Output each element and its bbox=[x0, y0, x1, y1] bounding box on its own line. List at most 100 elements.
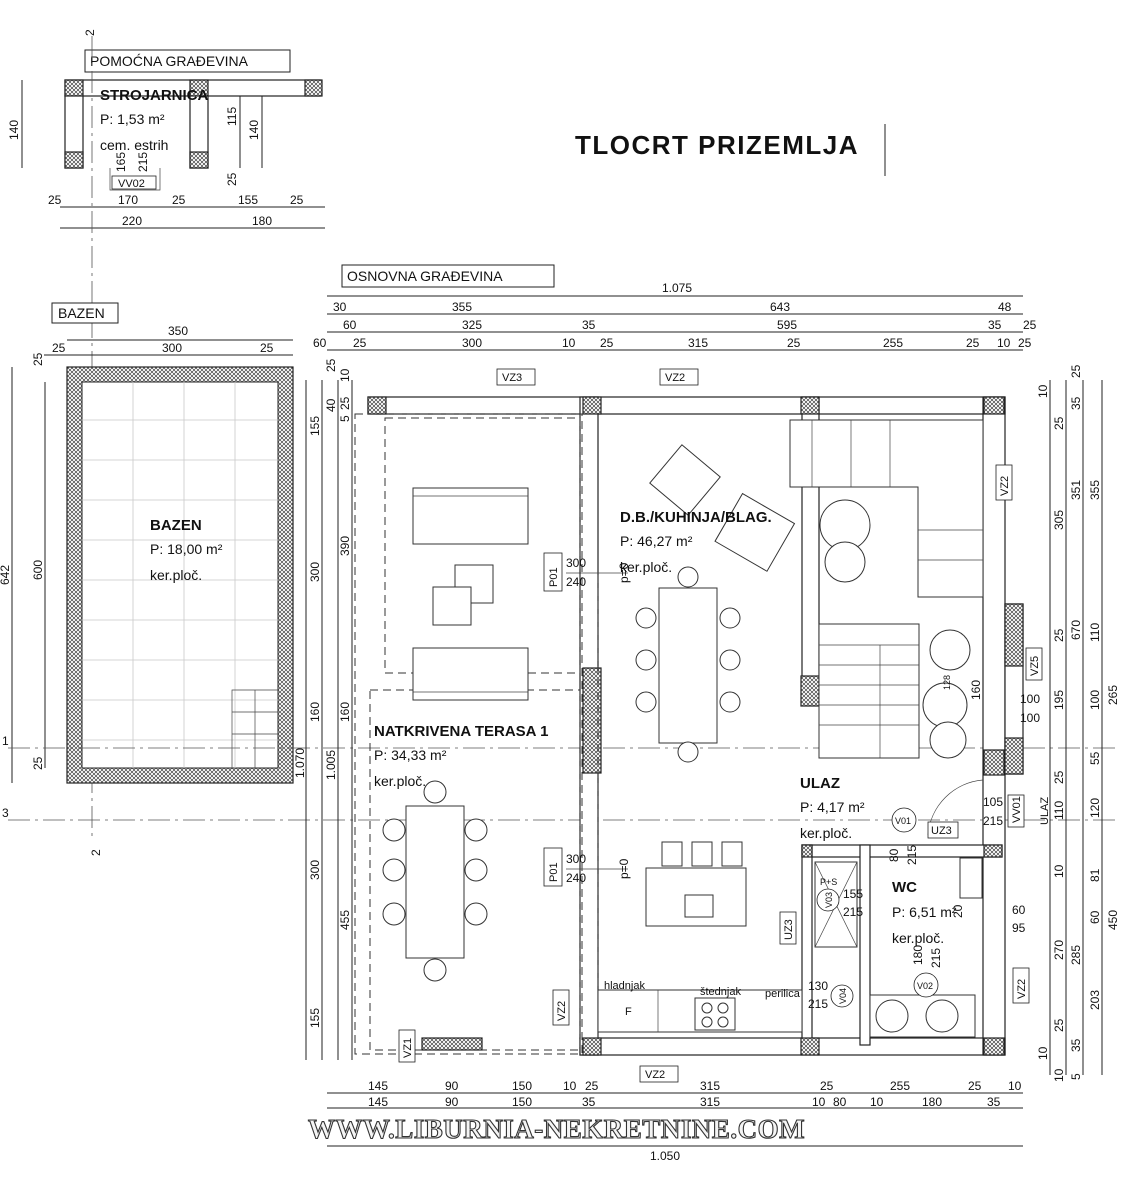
svg-text:600: 600 bbox=[31, 560, 45, 580]
auxiliary-label: POMOĆNA GRAĐEVINA bbox=[90, 53, 249, 69]
pool-tile-grid bbox=[82, 382, 278, 768]
svg-text:60: 60 bbox=[343, 318, 357, 332]
svg-text:60: 60 bbox=[313, 336, 327, 350]
svg-text:10: 10 bbox=[1036, 1046, 1050, 1060]
svg-text:10: 10 bbox=[338, 368, 352, 382]
svg-text:160: 160 bbox=[338, 702, 352, 722]
svg-text:VZ2: VZ2 bbox=[1016, 979, 1028, 999]
svg-text:10: 10 bbox=[997, 336, 1011, 350]
svg-text:V03: V03 bbox=[824, 892, 834, 908]
svg-text:240: 240 bbox=[566, 871, 586, 885]
svg-text:155: 155 bbox=[843, 887, 863, 901]
entrance-floor: ker.ploč. bbox=[800, 825, 852, 841]
svg-text:40: 40 bbox=[324, 398, 338, 412]
pool-label-box bbox=[51, 302, 119, 324]
svg-text:100: 100 bbox=[1020, 692, 1040, 706]
svg-text:20: 20 bbox=[951, 904, 965, 918]
svg-text:35: 35 bbox=[582, 318, 596, 332]
svg-text:p=0: p=0 bbox=[617, 562, 631, 583]
svg-text:203: 203 bbox=[1088, 990, 1102, 1010]
svg-text:100: 100 bbox=[1020, 711, 1040, 725]
svg-text:215: 215 bbox=[983, 814, 1003, 828]
terrace-name: NATKRIVENA TERASA 1 bbox=[374, 723, 548, 740]
inner-dimensions: 300 240 p=0 300 240 p=0 155 215 80 215 6… bbox=[566, 556, 1026, 1011]
svg-text:25: 25 bbox=[324, 358, 338, 372]
drawing-title: TLOCRT PRIZEMLJA bbox=[575, 130, 859, 160]
svg-text:25: 25 bbox=[290, 193, 304, 207]
svg-text:25: 25 bbox=[585, 1079, 599, 1093]
svg-text:60: 60 bbox=[1012, 903, 1026, 917]
entrance-name: ULAZ bbox=[800, 775, 840, 792]
living-furniture bbox=[649, 419, 984, 598]
svg-text:351: 351 bbox=[1069, 480, 1083, 500]
svg-text:25: 25 bbox=[1018, 336, 1032, 350]
svg-text:VZ1: VZ1 bbox=[402, 1038, 414, 1058]
living-room-area: P: 46,27 m² bbox=[620, 533, 693, 549]
svg-text:VZ3: VZ3 bbox=[502, 372, 522, 384]
svg-text:115: 115 bbox=[225, 107, 239, 126]
fridge-f-label: F bbox=[625, 1006, 632, 1018]
svg-text:160: 160 bbox=[308, 702, 322, 722]
svg-text:255: 255 bbox=[890, 1079, 910, 1093]
kitchen-dining-table bbox=[635, 566, 741, 763]
svg-text:48: 48 bbox=[998, 300, 1012, 314]
svg-text:V04: V04 bbox=[838, 988, 848, 1004]
svg-text:300: 300 bbox=[308, 562, 322, 582]
main-building-walls bbox=[367, 396, 1024, 1056]
pool-basin bbox=[81, 381, 279, 769]
svg-text:10: 10 bbox=[562, 336, 576, 350]
svg-text:255: 255 bbox=[883, 336, 903, 350]
svg-text:150: 150 bbox=[512, 1079, 532, 1093]
svg-text:V02: V02 bbox=[917, 981, 933, 991]
fridge-label: hladnjak bbox=[604, 980, 645, 992]
svg-text:35: 35 bbox=[1069, 396, 1083, 410]
svg-text:25: 25 bbox=[787, 336, 801, 350]
svg-text:10: 10 bbox=[1052, 1068, 1066, 1082]
svg-text:VZ2: VZ2 bbox=[665, 372, 685, 384]
svg-text:25: 25 bbox=[353, 336, 367, 350]
svg-text:1: 1 bbox=[2, 734, 9, 748]
main-building-label: OSNOVNA GRAĐEVINA bbox=[347, 268, 503, 284]
svg-text:450: 450 bbox=[1106, 910, 1120, 930]
svg-text:VZ2: VZ2 bbox=[556, 1001, 568, 1021]
svg-text:80: 80 bbox=[833, 1095, 847, 1109]
main-label-box bbox=[341, 264, 555, 288]
terrace-sofa bbox=[412, 487, 529, 701]
terrace-outline bbox=[354, 413, 583, 1055]
terrace-floor: ker.ploč. bbox=[374, 773, 426, 789]
svg-text:1.075: 1.075 bbox=[662, 281, 692, 295]
svg-text:10: 10 bbox=[1036, 384, 1050, 398]
pool-area: P: 18,00 m² bbox=[150, 541, 223, 557]
vv02-tag-box bbox=[111, 175, 157, 190]
svg-text:315: 315 bbox=[688, 336, 708, 350]
svg-text:670: 670 bbox=[1069, 620, 1083, 640]
svg-text:35: 35 bbox=[987, 1095, 1001, 1109]
svg-text:455: 455 bbox=[338, 910, 352, 930]
svg-text:155: 155 bbox=[308, 416, 322, 436]
auxiliary-building: POMOĆNA GRAĐEVINA VV02 STROJARNICA P: 1,… bbox=[7, 49, 325, 229]
svg-text:VZ2: VZ2 bbox=[645, 1069, 665, 1081]
right-dimensions: 10 25 25 35 305 351 355 25 110 670 195 1… bbox=[1036, 364, 1120, 1082]
svg-text:25: 25 bbox=[1052, 628, 1066, 642]
living-room-name: D.B./KUHINJA/BLAG. bbox=[620, 509, 772, 526]
svg-text:155: 155 bbox=[238, 193, 258, 207]
svg-text:25: 25 bbox=[52, 341, 66, 355]
svg-text:UZ3: UZ3 bbox=[783, 919, 795, 940]
staircase: 128 160 100 100 bbox=[818, 623, 1040, 759]
machine-room-floor: cem. estrih bbox=[100, 137, 168, 153]
svg-text:215: 215 bbox=[929, 948, 943, 968]
svg-text:180: 180 bbox=[252, 214, 272, 228]
svg-text:215: 215 bbox=[843, 905, 863, 919]
svg-text:355: 355 bbox=[1088, 480, 1102, 500]
svg-text:90: 90 bbox=[445, 1079, 459, 1093]
svg-text:105: 105 bbox=[983, 795, 1003, 809]
svg-text:165: 165 bbox=[114, 152, 128, 172]
machine-room-area: P: 1,53 m² bbox=[100, 111, 165, 127]
svg-text:140: 140 bbox=[247, 120, 261, 140]
svg-text:35: 35 bbox=[582, 1095, 596, 1109]
living-room-floor: ker.ploč. bbox=[620, 559, 672, 575]
svg-text:25: 25 bbox=[260, 341, 274, 355]
svg-text:VZ2: VZ2 bbox=[999, 476, 1011, 496]
svg-text:128: 128 bbox=[942, 675, 952, 690]
